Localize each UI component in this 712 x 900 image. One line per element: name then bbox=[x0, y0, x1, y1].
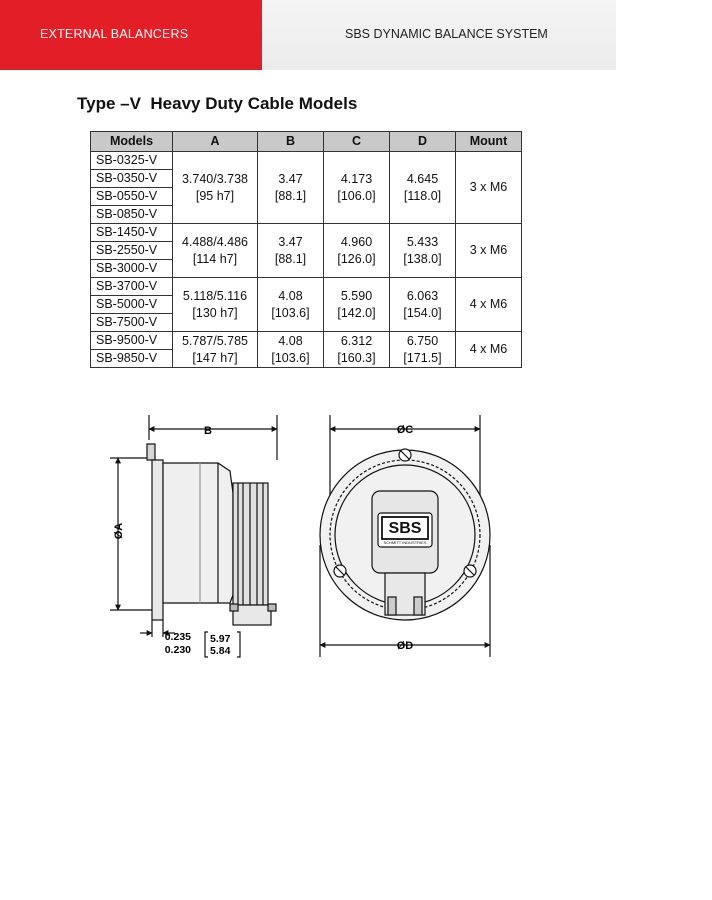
dim-d-mm: [138.0] bbox=[403, 251, 442, 266]
model-cell: SB-2550-V bbox=[90, 241, 173, 260]
dim-c-cell: 5.590 [142.0] bbox=[323, 277, 390, 332]
model-cell: SB-9500-V bbox=[90, 331, 173, 350]
mount-cell: 3 x M6 bbox=[455, 151, 522, 224]
dim-b-inch: 3.47 bbox=[278, 234, 303, 249]
dim-a-inch: 4.488/4.486 bbox=[181, 234, 249, 249]
dim-a-inch: 3.740/3.738 bbox=[181, 171, 249, 186]
header-section-left: EXTERNAL BALANCERS bbox=[0, 0, 262, 70]
label-dim-a: ØA bbox=[113, 523, 125, 540]
dim-b-inch: 3.47 bbox=[278, 171, 303, 186]
dim-a-cell: 5.118/5.116 [130 h7] bbox=[172, 277, 258, 332]
dim-c-cell: 4.173 [106.0] bbox=[323, 151, 390, 224]
table-row: SB-3700-V 5.118/5.116 [130 h7] 4.08 [103.6] 5… bbox=[90, 277, 522, 332]
dim-a-cell: 3.740/3.738 [95 h7] bbox=[172, 151, 258, 224]
col-header-mount: Mount bbox=[455, 131, 522, 152]
front-view bbox=[319, 415, 491, 657]
dim-b-cell: 4.08 [103.6] bbox=[257, 277, 324, 332]
dim-a-mm: [130 h7] bbox=[192, 305, 238, 320]
table-header-row: Models A B C D Mount bbox=[90, 131, 522, 152]
table-row: SB-9850-V bbox=[90, 349, 522, 368]
label-dim-d: ØD bbox=[397, 640, 414, 652]
dim-b-mm: [88.1] bbox=[274, 188, 307, 203]
dim-d-cell: 5.433 [138.0] bbox=[389, 223, 456, 278]
dim-c-mm: [142.0] bbox=[337, 305, 376, 320]
dim-d-mm: [154.0] bbox=[403, 305, 442, 320]
dim-a-mm: [114 h7] bbox=[192, 251, 238, 266]
table-row: SB-0325-V 3.740/3.738 [95 h7] 3.47 [88.1] 4.1… bbox=[90, 151, 522, 224]
label-dim-b: B bbox=[204, 425, 212, 437]
dim-d-inch: 6.063 bbox=[406, 288, 439, 303]
page-title: Type –V Heavy Duty Cable Models bbox=[77, 94, 358, 113]
logo-text: SBS bbox=[389, 520, 422, 537]
dim-b-inch: 4.08 bbox=[278, 333, 303, 348]
header-left-label: EXTERNAL BALANCERS bbox=[40, 27, 189, 41]
model-cell: SB-0550-V bbox=[90, 187, 173, 206]
col-header-b: B bbox=[257, 131, 324, 152]
model-cell: SB-0850-V bbox=[90, 205, 173, 224]
dim-c-inch: 4.173 bbox=[340, 171, 373, 186]
dim-d-cell: 6.063 [154.0] bbox=[389, 277, 456, 332]
dim-b-mm: [103.6] bbox=[271, 305, 310, 320]
dim-d-inch: 5.433 bbox=[406, 234, 439, 249]
col-header-c: C bbox=[323, 131, 390, 152]
dim-d-cell: 4.645 [118.0] bbox=[389, 151, 456, 224]
dim-d-cell: 6.750 [171.5] bbox=[389, 331, 456, 368]
dim-c-mm: [126.0] bbox=[337, 251, 376, 266]
dim-d-mm: [171.5] bbox=[403, 350, 442, 365]
dim-b-mm: [103.6] bbox=[271, 350, 310, 365]
model-cell: SB-5000-V bbox=[90, 295, 173, 314]
dim-c-cell: 4.960 [126.0] bbox=[323, 223, 390, 278]
dim-d-mm: [118.0] bbox=[403, 188, 442, 203]
flange-inch-bottom: 0.230 bbox=[165, 644, 191, 656]
col-header-a: A bbox=[172, 131, 258, 152]
label-dim-c: ØC bbox=[397, 424, 414, 436]
flange-mm-top: 5.97 bbox=[210, 633, 231, 645]
dim-c-inch: 4.960 bbox=[340, 234, 373, 249]
dim-b-inch: 4.08 bbox=[278, 288, 303, 303]
flange-inch-top: 0.235 bbox=[165, 631, 191, 643]
dim-a-cell: 5.787/5.785 [147 h7] bbox=[172, 331, 258, 368]
dim-c-cell: 6.312 [160.3] bbox=[323, 331, 390, 368]
dim-a-inch: 5.787/5.785 bbox=[181, 333, 249, 348]
table-row: SB-5000-V bbox=[90, 295, 522, 314]
side-view bbox=[110, 415, 278, 658]
dim-b-cell: 4.08 [103.6] bbox=[257, 331, 324, 368]
col-header-models: Models bbox=[90, 131, 173, 152]
dim-d-inch: 4.645 bbox=[406, 171, 439, 186]
dim-b-mm: [88.1] bbox=[274, 251, 307, 266]
technical-drawing: B ØA 0.235 0.230 5.97 5.84 SBS SCHMITT I… bbox=[110, 415, 491, 658]
model-cell: SB-0350-V bbox=[90, 169, 173, 188]
mount-cell: 3 x M6 bbox=[455, 223, 522, 278]
dim-b-cell: 3.47 [88.1] bbox=[257, 223, 324, 278]
model-cell: SB-1450-V bbox=[90, 223, 173, 242]
col-header-d: D bbox=[389, 131, 456, 152]
dim-c-inch: 5.590 bbox=[340, 288, 373, 303]
table-row: SB-1450-V 4.488/4.486 [114 h7] 3.47 [88.1] 4.… bbox=[90, 223, 522, 278]
header-section-right: SBS DYNAMIC BALANCE SYSTEM bbox=[262, 0, 616, 70]
dim-c-inch: 6.312 bbox=[340, 333, 373, 348]
model-cell: SB-3700-V bbox=[90, 277, 173, 296]
table-row: SB-9500-V 5.787/5.785 [147 h7] 4.08 [103.6] 6… bbox=[90, 331, 522, 368]
flange-mm-bottom: 5.84 bbox=[210, 645, 231, 657]
mount-cell: 4 x M6 bbox=[455, 331, 522, 368]
dim-c-mm: [160.3] bbox=[337, 350, 376, 365]
table-row: SB-3000-V bbox=[90, 259, 522, 278]
dim-a-mm: [95 h7] bbox=[195, 188, 235, 203]
page-header: EXTERNAL BALANCERS SBS DYNAMIC BALANCE S… bbox=[0, 0, 616, 70]
dim-b-cell: 3.47 [88.1] bbox=[257, 151, 324, 224]
model-cell: SB-9850-V bbox=[90, 349, 173, 368]
model-cell: SB-3000-V bbox=[90, 259, 173, 278]
header-right-label: SBS DYNAMIC BALANCE SYSTEM bbox=[345, 27, 548, 41]
dim-d-inch: 6.750 bbox=[406, 333, 439, 348]
logo-subtext: SCHMITT INDUSTRIES bbox=[383, 540, 426, 545]
dim-a-cell: 4.488/4.486 [114 h7] bbox=[172, 223, 258, 278]
model-cell: SB-0325-V bbox=[90, 151, 173, 170]
dim-a-inch: 5.118/5.116 bbox=[182, 288, 248, 303]
dim-a-mm: [147 h7] bbox=[192, 350, 238, 365]
model-cell: SB-7500-V bbox=[90, 313, 173, 332]
mount-cell: 4 x M6 bbox=[455, 277, 522, 332]
dim-c-mm: [106.0] bbox=[337, 188, 376, 203]
